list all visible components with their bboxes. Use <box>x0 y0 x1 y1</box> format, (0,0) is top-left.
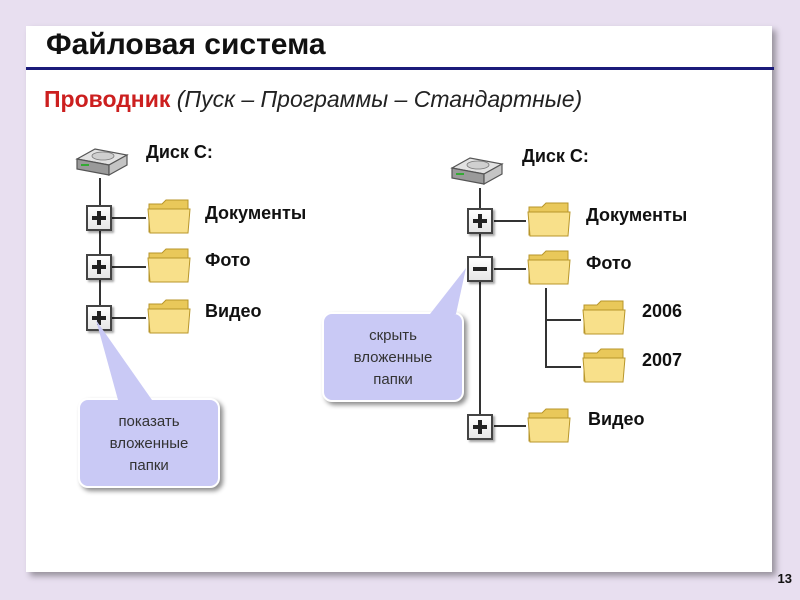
page-number: 13 <box>777 571 792 586</box>
folder-icon[interactable] <box>526 405 572 445</box>
expand-toggle-documents[interactable] <box>467 208 493 234</box>
left-drive-label: Диск C: <box>146 142 213 162</box>
plus-toggle-icon <box>92 260 106 274</box>
tree-connector <box>112 217 146 219</box>
right-drive-label: Диск C: <box>522 146 589 166</box>
folder-icon[interactable] <box>146 196 192 236</box>
tree-connector <box>545 319 581 321</box>
callout-line: вложенные <box>109 435 189 452</box>
callout-pointer <box>430 268 466 314</box>
callout-line: папки <box>373 371 413 388</box>
page-title: Файловая система <box>46 28 326 61</box>
plus-toggle-icon <box>92 211 106 225</box>
tree-connector <box>479 188 481 425</box>
tree-connector <box>112 266 146 268</box>
folder-icon[interactable] <box>146 296 192 336</box>
folder-icon[interactable] <box>581 297 627 337</box>
tree-connector <box>545 366 581 368</box>
tree-connector <box>112 317 146 319</box>
folder-label-video: Видео <box>588 409 645 429</box>
hard-drive-icon[interactable] <box>73 143 131 181</box>
folder-icon[interactable] <box>526 247 572 287</box>
callout-line: скрыть <box>369 327 417 344</box>
plus-toggle-icon <box>473 420 487 434</box>
expand-toggle-video[interactable] <box>86 305 112 331</box>
subtitle: Проводник (Пуск – Программы – Стандартны… <box>44 86 582 113</box>
expand-toggle-photo[interactable] <box>86 254 112 280</box>
expand-toggle-documents[interactable] <box>86 205 112 231</box>
subtitle-menu-path: (Пуск – Программы – Стандартные) <box>170 86 583 112</box>
folder-label-video: Видео <box>205 301 262 321</box>
folder-label-documents: Документы <box>586 205 688 225</box>
hard-drive-icon[interactable] <box>448 152 506 190</box>
expand-toggle-video[interactable] <box>467 414 493 440</box>
folder-label-documents: Документы <box>205 203 307 223</box>
callout-line: папки <box>129 457 169 474</box>
folder-icon[interactable] <box>526 199 572 239</box>
subfolder-label-2006: 2006 <box>642 301 683 321</box>
collapse-toggle-photo[interactable] <box>467 256 493 282</box>
tree-connector <box>494 268 526 270</box>
tree-connector <box>494 425 526 427</box>
callout-show-subfolders: показать вложенные папки <box>78 398 220 488</box>
callout-line: показать <box>118 413 180 430</box>
plus-toggle-icon <box>473 214 487 228</box>
tree-connector <box>545 288 547 367</box>
folder-label-photo: Фото <box>586 253 632 273</box>
subfolder-label-2007: 2007 <box>642 350 683 370</box>
folder-label-photo: Фото <box>205 250 251 270</box>
minus-toggle-icon <box>473 267 487 271</box>
tree-connector <box>99 178 101 320</box>
callout-hide-subfolders: скрыть вложенные папки <box>322 312 464 402</box>
title-divider <box>26 67 774 70</box>
subtitle-app-name: Проводник <box>44 86 171 112</box>
folder-icon[interactable] <box>146 245 192 285</box>
tree-connector <box>494 220 526 222</box>
folder-icon[interactable] <box>581 345 627 385</box>
plus-toggle-icon <box>92 311 106 325</box>
callout-pointer <box>96 320 152 400</box>
callout-line: вложенные <box>353 349 433 366</box>
